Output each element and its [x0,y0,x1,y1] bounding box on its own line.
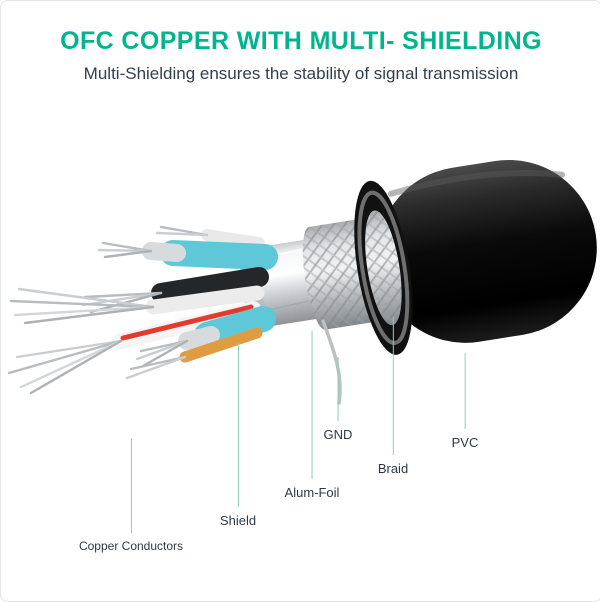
conductor-orange [179,327,263,363]
pvc-cut-face [354,180,413,355]
conductor-black [151,267,269,303]
page-subtitle: Multi-Shielding ensures the stability of… [83,64,519,83]
pvc-jacket [354,159,597,355]
leader-line [337,357,339,421]
leader-line [237,343,239,507]
label-text: Alum-Foil [284,485,340,500]
label-copper-conductors: Copper Conductors [79,439,183,553]
label-braid: Braid [378,317,408,476]
label-pvc: PVC [451,353,479,450]
label-alum-foil: Alum-Foil [284,331,340,500]
header: OFC COPPER WITH MULTI- SHIELDING Multi-S… [1,27,600,84]
shield-cable-cyan-top [160,240,278,270]
label-text: Copper Conductors [78,539,184,553]
leader-line [311,331,313,479]
leader-line [130,439,132,533]
label-text: GND [323,427,353,442]
shield-cables [7,225,278,395]
label-text: Shield [219,513,257,528]
gnd-wire [321,319,342,405]
label-shield: Shield [220,343,256,528]
leader-line [392,317,394,455]
conductor-white [145,285,265,315]
label-text: Braid [377,461,409,476]
page-title: OFC COPPER WITH MULTI- SHIELDING [60,27,542,55]
label-text: PVC [451,435,479,450]
leader-line [464,353,466,429]
label-gnd: GND [323,357,353,442]
